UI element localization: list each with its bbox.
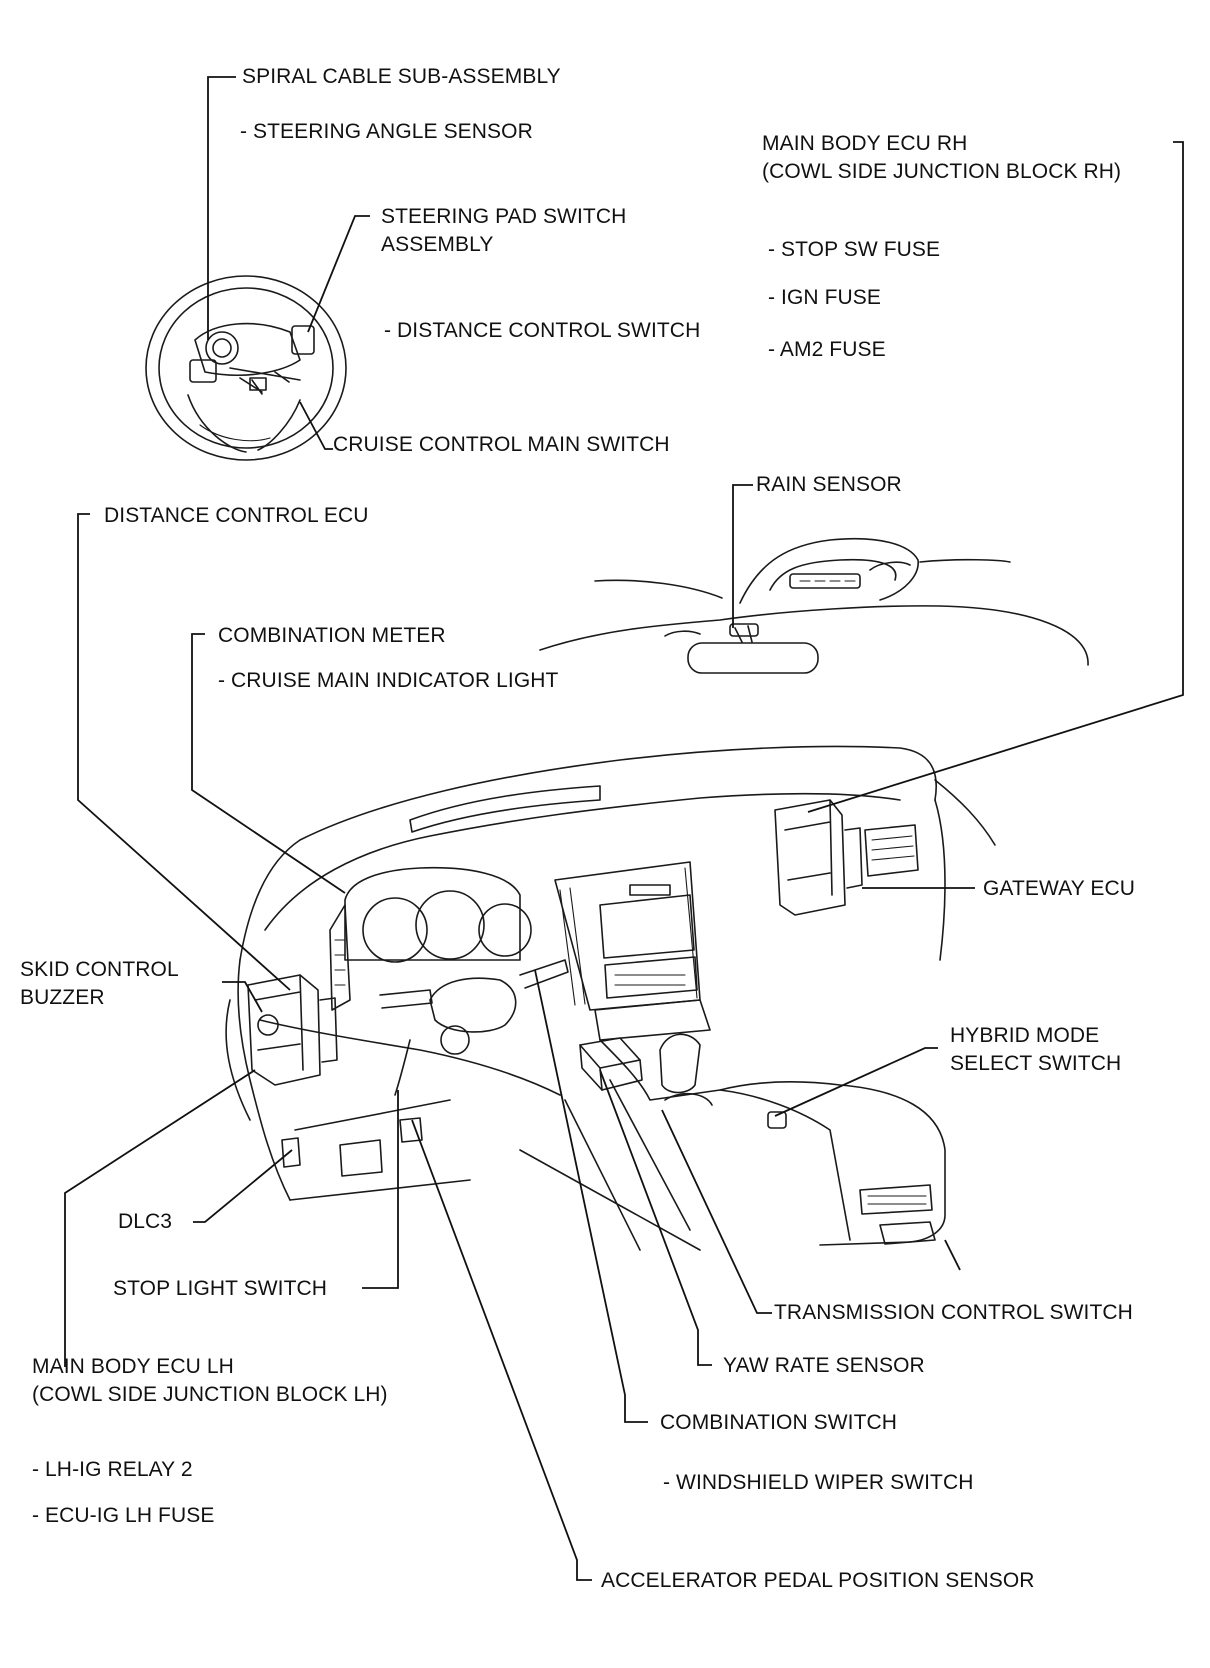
label-transmission-control-switch: TRANSMISSION CONTROL SWITCH <box>774 1301 1133 1324</box>
label-main-body-ecu-lh-line2: (COWL SIDE JUNCTION BLOCK LH) <box>32 1383 388 1406</box>
label-hybrid-mode-select-switch-line1: HYBRID MODE <box>950 1024 1100 1047</box>
leader-accelerator-pedal-position-sensor <box>411 1119 592 1581</box>
leader-main-body-ecu-lh <box>64 1069 256 1367</box>
label-stop-sw-fuse: - STOP SW FUSE <box>768 238 941 261</box>
leader-stop-light-switch <box>362 1090 399 1289</box>
headliner-illustration <box>539 537 1089 674</box>
leader-lines <box>64 76 1184 1581</box>
leader-yaw-rate-sensor <box>599 1069 712 1366</box>
leader-combination-meter <box>191 633 346 894</box>
label-ecu-ig-lh-fuse: - ECU-IG LH FUSE <box>32 1504 215 1527</box>
label-distance-control-ecu: DISTANCE CONTROL ECU <box>104 504 369 527</box>
leader-rain-sensor <box>732 484 753 628</box>
label-ign-fuse: - IGN FUSE <box>768 286 882 309</box>
label-spiral-cable: SPIRAL CABLE SUB-ASSEMBLY <box>242 65 561 88</box>
leader-transmission-control-switch <box>661 1109 772 1314</box>
label-rain-sensor: RAIN SENSOR <box>756 473 902 496</box>
dashboard-illustration <box>225 745 996 1251</box>
leader-spiral-cable <box>207 76 236 340</box>
label-combination-meter: COMBINATION METER <box>218 624 446 647</box>
leader-steering-pad-switch <box>307 215 370 333</box>
label-steering-pad-switch-line2: ASSEMBLY <box>381 233 494 256</box>
label-steering-angle-sensor: - STEERING ANGLE SENSOR <box>240 120 533 143</box>
label-windshield-wiper-switch: - WINDSHIELD WIPER SWITCH <box>663 1471 974 1494</box>
label-yaw-rate-sensor: YAW RATE SENSOR <box>723 1354 925 1377</box>
label-main-body-ecu-lh-line1: MAIN BODY ECU LH <box>32 1355 234 1378</box>
label-gateway-ecu: GATEWAY ECU <box>983 877 1136 900</box>
leader-combination-switch <box>534 969 648 1423</box>
label-main-body-ecu-rh-line1: MAIN BODY ECU RH <box>762 132 968 155</box>
leader-main-body-ecu-rh <box>807 141 1184 813</box>
leader-dlc3 <box>193 1149 293 1223</box>
label-steering-pad-switch-line1: STEERING PAD SWITCH <box>381 205 627 228</box>
label-skid-control-buzzer-line1: SKID CONTROL <box>20 958 179 981</box>
label-combination-switch: COMBINATION SWITCH <box>660 1411 898 1434</box>
label-stop-light-switch: STOP LIGHT SWITCH <box>113 1277 328 1300</box>
label-skid-control-buzzer-line2: BUZZER <box>20 986 105 1009</box>
label-main-body-ecu-rh-line2: (COWL SIDE JUNCTION BLOCK RH) <box>762 160 1122 183</box>
leader-skid-control-buzzer <box>222 981 263 1013</box>
label-cruise-main-indicator-light: - CRUISE MAIN INDICATOR LIGHT <box>218 669 559 692</box>
label-dlc3: DLC3 <box>118 1210 173 1233</box>
label-accelerator-pedal-position-sensor: ACCELERATOR PEDAL POSITION SENSOR <box>601 1569 1035 1592</box>
leader-distance-control-ecu <box>77 513 291 991</box>
steering-wheel-illustration <box>145 275 347 461</box>
label-am2-fuse: - AM2 FUSE <box>768 338 886 361</box>
label-cruise-control-main-switch: CRUISE CONTROL MAIN SWITCH <box>333 433 670 456</box>
leader-transmission-console <box>944 1239 961 1271</box>
label-hybrid-mode-select-switch-line2: SELECT SWITCH <box>950 1052 1122 1075</box>
label-lh-ig-relay-2: - LH-IG RELAY 2 <box>32 1458 193 1481</box>
leader-cruise-control-main-switch <box>299 401 333 450</box>
leader-hybrid-mode-select-switch <box>774 1047 938 1117</box>
label-distance-control-switch: - DISTANCE CONTROL SWITCH <box>384 319 701 342</box>
